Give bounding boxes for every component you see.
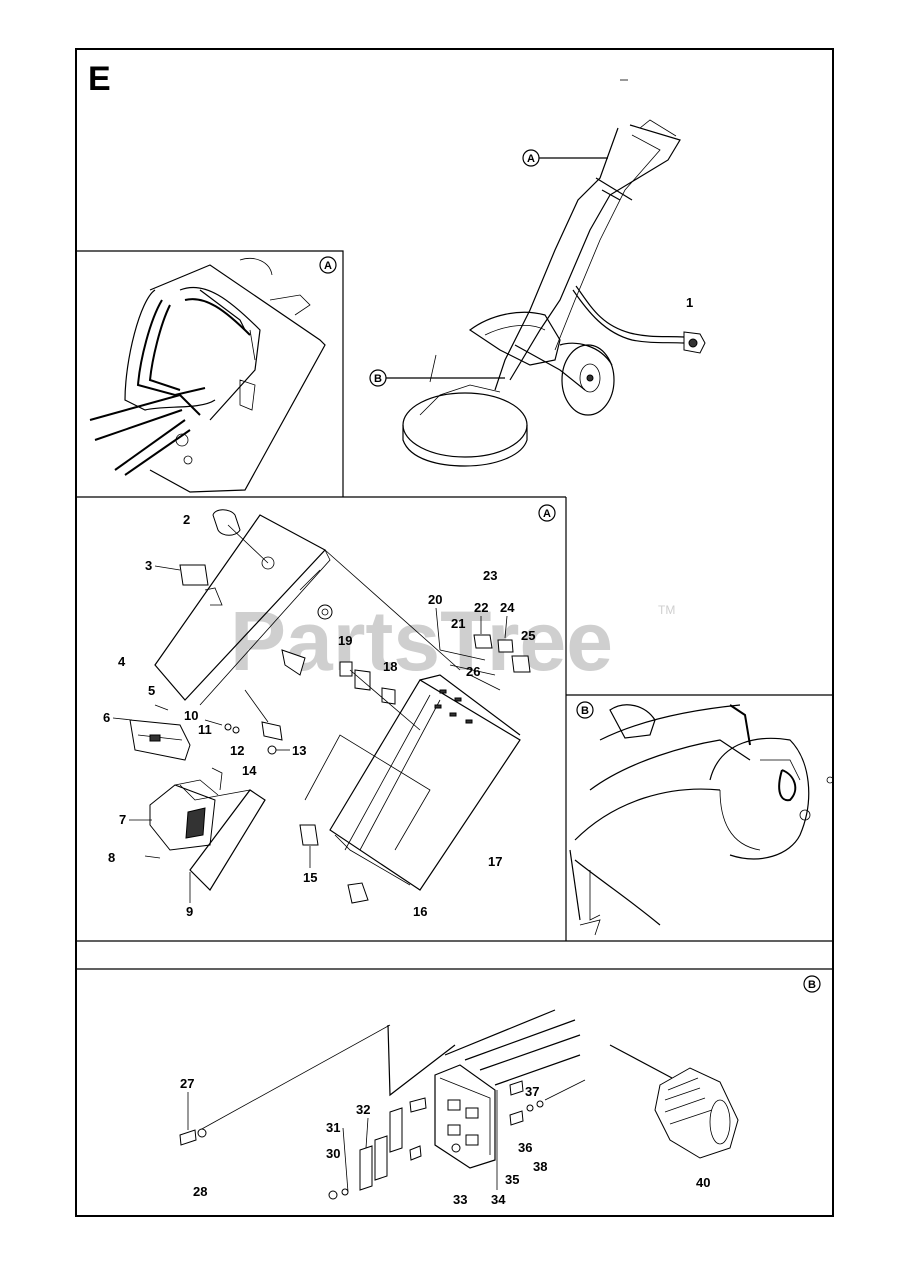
part-label-8: 8 xyxy=(108,850,115,865)
part-label-13: 13 xyxy=(292,743,306,758)
svg-text:A: A xyxy=(324,260,332,272)
section-letter: E xyxy=(88,60,111,98)
part-label-5: 5 xyxy=(148,683,155,698)
part-label-22: 22 xyxy=(474,600,488,615)
part-label-27: 27 xyxy=(180,1076,194,1091)
bottom-exploded-drawing xyxy=(179,1009,739,1200)
part-label-40: 40 xyxy=(696,1175,710,1190)
part-label-6: 6 xyxy=(103,710,110,725)
svg-text:B: B xyxy=(374,373,382,385)
callout-a-inset: A xyxy=(319,256,337,274)
part-label-37: 37 xyxy=(525,1084,539,1099)
part-label-4: 4 xyxy=(118,654,126,669)
leader-32 xyxy=(365,1117,369,1149)
part-label-25: 25 xyxy=(521,628,535,643)
callout-a-main: A xyxy=(522,149,608,167)
watermark: PartsTree xyxy=(230,594,613,688)
svg-text:B: B xyxy=(808,979,816,991)
part-label-23: 23 xyxy=(483,568,497,583)
part-label-32: 32 xyxy=(356,1102,370,1117)
machine-overview-drawing xyxy=(402,79,706,467)
part-label-14: 14 xyxy=(242,763,257,778)
part-label-10: 10 xyxy=(184,708,198,723)
part-label-28: 28 xyxy=(193,1184,207,1199)
part-label-11: 11 xyxy=(198,722,212,737)
parts-panel-a-drawing xyxy=(129,509,531,904)
part-label-24: 24 xyxy=(500,600,515,615)
part-label-16: 16 xyxy=(413,904,427,919)
svg-text:B: B xyxy=(581,705,589,717)
panel-b-mount-drawing xyxy=(569,704,834,936)
watermark-trademark: TM xyxy=(658,603,675,617)
part-label-26: 26 xyxy=(466,664,480,679)
part-label-36: 36 xyxy=(518,1140,532,1155)
part-label-35: 35 xyxy=(505,1172,519,1187)
leader-6 xyxy=(112,717,133,721)
inset-a-wiring-drawing xyxy=(89,258,326,493)
part-label-38: 38 xyxy=(533,1159,547,1174)
part-label-33: 33 xyxy=(453,1192,467,1207)
part-label-12: 12 xyxy=(230,743,244,758)
part-label-30: 30 xyxy=(326,1146,340,1161)
part-label-19: 19 xyxy=(338,633,352,648)
part-label-2: 2 xyxy=(183,512,190,527)
callout-b-panel: B xyxy=(576,701,594,719)
part-label-20: 20 xyxy=(428,592,442,607)
part-label-17: 17 xyxy=(488,854,502,869)
inset-panel-a-top-border xyxy=(76,250,344,497)
outer-frame xyxy=(75,48,834,1217)
part-label-7: 7 xyxy=(119,812,126,827)
callout-b-main: B xyxy=(369,369,505,387)
svg-text:A: A xyxy=(527,153,535,165)
part-label-15: 15 xyxy=(303,870,317,885)
leader-31 xyxy=(342,1127,349,1193)
part-label-21: 21 xyxy=(451,616,465,631)
callout-b-bottom: B xyxy=(803,975,821,993)
part-label-3: 3 xyxy=(145,558,152,573)
part-label-18: 18 xyxy=(383,659,397,674)
leader-3 xyxy=(154,565,181,571)
part-label-31: 31 xyxy=(326,1120,340,1135)
part-label-9: 9 xyxy=(186,904,193,919)
leader-24 xyxy=(504,615,508,639)
svg-text:A: A xyxy=(543,508,551,520)
leader-20 xyxy=(435,607,441,651)
part-label-34: 34 xyxy=(491,1192,506,1207)
part-label-1: 1 xyxy=(686,295,693,310)
callout-a-parts: A xyxy=(538,504,556,522)
